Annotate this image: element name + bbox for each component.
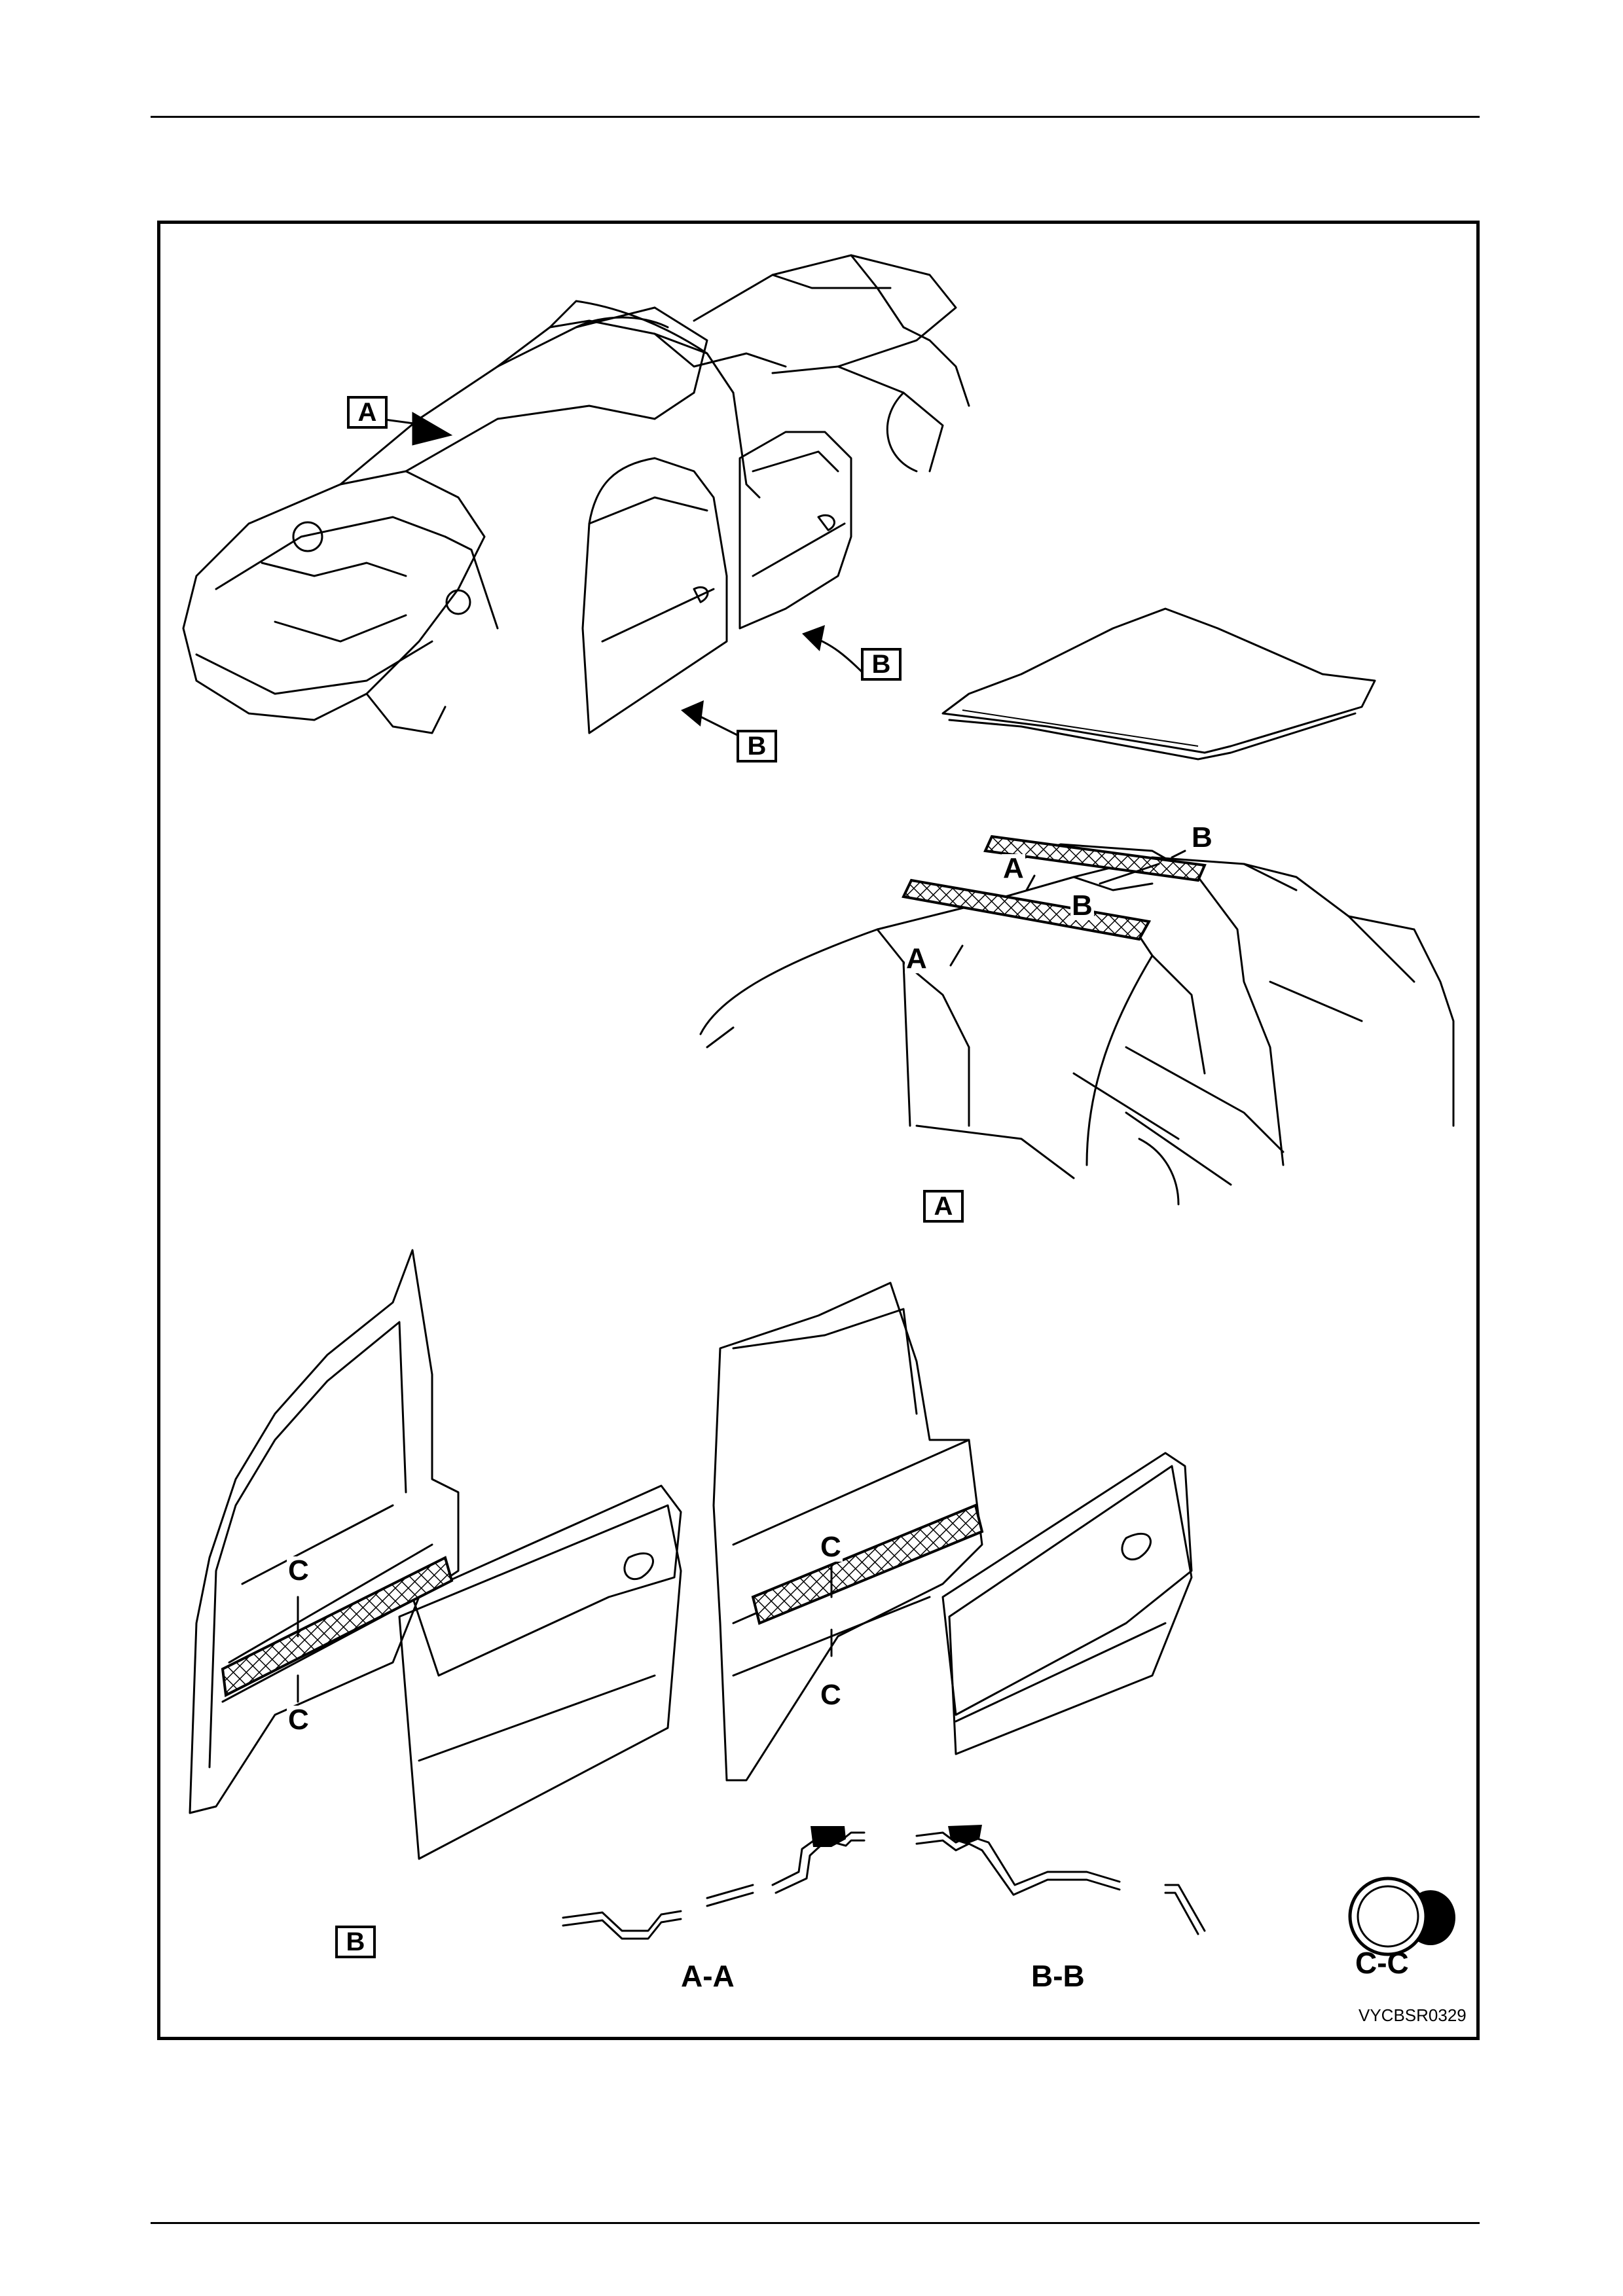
front-door-view-b (190, 1250, 681, 1859)
view-a-arrow (380, 412, 452, 445)
roof-section-a-upper: A (1002, 854, 1025, 883)
section-bb-profile (917, 1825, 1205, 1934)
view-b-caption: B (335, 1926, 376, 1958)
view-a-arrow-label: A (347, 396, 388, 429)
roof-section-b-lower: B (1070, 891, 1094, 920)
rear-door-view-b (714, 1283, 1192, 1780)
rear-door-section-c-upper: C (819, 1533, 843, 1562)
section-aa-title: A-A (681, 1961, 735, 1991)
front-door-section-c-upper: C (287, 1556, 310, 1585)
section-cc-profile (1350, 1878, 1455, 1954)
section-aa-profile (563, 1826, 864, 1939)
view-b-arrow-rear-label: B (861, 648, 902, 681)
roof-section-a-lower: A (905, 944, 928, 973)
view-b-arrow-front-label: B (737, 730, 777, 762)
section-cc-title: C-C (1355, 1948, 1409, 1978)
view-b-arrow-rear (802, 625, 864, 674)
view-a-caption: A (923, 1190, 964, 1223)
figure-reference-code: VYCBSR0329 (1359, 2007, 1467, 2024)
rear-door-section-c-lower: C (819, 1681, 843, 1710)
roof-section-b-upper: B (1190, 823, 1214, 852)
roof-panel (943, 609, 1375, 759)
front-door-section-c-lower: C (287, 1706, 310, 1734)
section-bb-title: B-B (1031, 1961, 1085, 1991)
